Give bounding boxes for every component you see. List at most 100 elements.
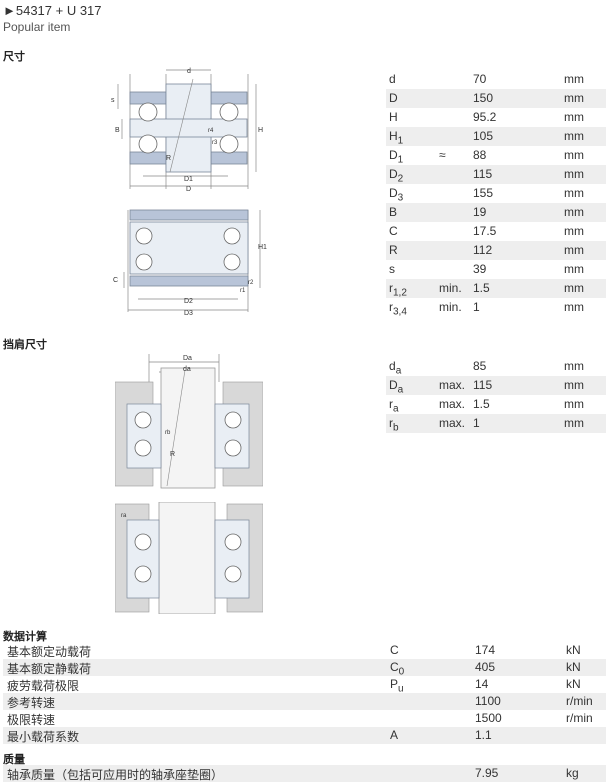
abutment-drawing-shaft: Da da rb R: [115, 354, 263, 489]
bearing-drawing-dimensions: d s B H R r4 r3 D1 D: [111, 68, 263, 193]
calc-symbol-base: C: [390, 643, 399, 657]
dimension-symbol: R: [389, 243, 398, 257]
dimension-symbol: s: [389, 262, 395, 276]
dimension-row: s 39 mm: [386, 260, 606, 279]
dimension-symbol-base: D: [389, 148, 398, 162]
calc-value: 1500: [475, 711, 502, 725]
section-dimensions-heading: 尺寸: [3, 51, 25, 63]
dimension-unit: mm: [564, 243, 584, 257]
dimension-symbol: H1: [389, 129, 403, 146]
dimension-unit: mm: [564, 416, 584, 430]
label-R-abutment: R: [170, 451, 175, 458]
abutment-drawing-washers: ra: [115, 502, 263, 614]
calc-unit: r/min: [566, 711, 593, 725]
calc-symbol: A: [390, 728, 398, 742]
dimension-unit: mm: [564, 148, 584, 162]
dimension-value: 95.2: [473, 110, 497, 124]
calc-label: 最小载荷系数: [7, 730, 80, 744]
dimension-symbol-base: d: [389, 359, 396, 373]
calc-unit: kN: [566, 643, 581, 657]
calc-unit: kN: [566, 677, 581, 691]
dimension-unit: mm: [564, 205, 584, 219]
dimension-symbol-subscript: b: [393, 422, 399, 434]
label-r2: r2: [248, 280, 254, 286]
dimension-symbol: H: [389, 110, 398, 124]
dimension-symbol-base: r: [389, 416, 393, 430]
dimension-value: 150: [473, 91, 494, 105]
dimension-unit: mm: [564, 359, 584, 373]
dimension-symbol: rb: [389, 416, 399, 433]
dimension-qualifier: min.: [439, 300, 462, 314]
dimension-unit: mm: [564, 224, 584, 238]
label-D1: D1: [184, 176, 193, 183]
dimension-symbol-subscript: a: [393, 403, 399, 415]
dimension-unit: mm: [564, 110, 584, 124]
dimension-symbol-base: H: [389, 110, 398, 124]
label-r1: r1: [240, 288, 246, 294]
calc-symbol: C0: [390, 660, 404, 677]
dimension-symbol-subscript: 1: [397, 135, 404, 147]
dimension-symbol: D1: [389, 148, 403, 165]
dimension-symbol: D2: [389, 167, 403, 184]
dimension-symbol-base: B: [389, 205, 398, 219]
label-D3: D3: [184, 310, 193, 316]
dimension-symbol-subscript: 3,4: [393, 306, 407, 318]
calc-symbol-base: P: [390, 677, 399, 691]
calc-unit: kN: [566, 660, 581, 674]
dimension-unit: mm: [564, 262, 584, 276]
calc-symbol: C: [390, 643, 399, 657]
label-D: D: [186, 186, 191, 193]
label-C: C: [113, 277, 118, 284]
calc-symbol-base: A: [390, 728, 399, 742]
dimension-value: 112: [473, 243, 493, 257]
dimension-qualifier: min.: [439, 281, 462, 295]
product-subtitle: Popular item: [3, 20, 71, 34]
label-rb-drawing: rb: [165, 430, 171, 436]
dimension-row: R 112 mm: [386, 241, 606, 260]
calc-label: 基本额定静载荷: [7, 662, 92, 676]
dimension-symbol: C: [389, 224, 398, 238]
dimension-symbol-base: s: [389, 262, 395, 276]
label-B: B: [115, 127, 120, 134]
dimension-unit: mm: [564, 300, 584, 314]
dimension-value: 115: [473, 378, 493, 392]
dimension-symbol-subscript: a: [395, 365, 402, 377]
dimension-unit: mm: [564, 378, 584, 392]
calc-label: 轴承质量（包括可应用时的轴承座垫圈）: [7, 768, 224, 782]
dimension-unit: mm: [564, 397, 584, 411]
calc-unit: kg: [566, 766, 579, 780]
calc-symbol: Pu: [390, 677, 404, 694]
dimension-symbol-subscript: 2: [397, 173, 404, 185]
calc-label: 疲劳载荷极限: [7, 679, 80, 693]
dimension-value: 88: [473, 148, 487, 162]
calc-value: 1.1: [475, 728, 492, 742]
calc-label: 极限转速: [7, 713, 56, 727]
dimension-symbol-base: D: [389, 186, 398, 200]
dimension-value: 1.5: [473, 281, 490, 295]
dimension-value: 39: [473, 262, 487, 276]
dimension-symbol-base: r: [389, 300, 393, 314]
dimension-symbol-subscript: 1,2: [393, 287, 407, 299]
calc-label: 参考转速: [7, 696, 56, 710]
section-mass-heading: 质量: [3, 754, 25, 766]
calc-label: 基本额定动载荷: [7, 645, 92, 659]
dimension-symbol: D: [389, 91, 398, 105]
dimension-symbol-base: r: [389, 281, 393, 295]
dimension-value: 1: [473, 416, 480, 430]
label-d: d: [187, 68, 191, 75]
calc-unit: r/min: [566, 694, 593, 708]
bearing-drawing-washers: H1 C r2 r1 D2 D3: [113, 209, 267, 316]
section-abutment-heading: 挡肩尺寸: [3, 339, 47, 351]
product-title: ►54317 + U 317: [3, 3, 102, 18]
dimension-symbol-base: C: [389, 224, 398, 238]
